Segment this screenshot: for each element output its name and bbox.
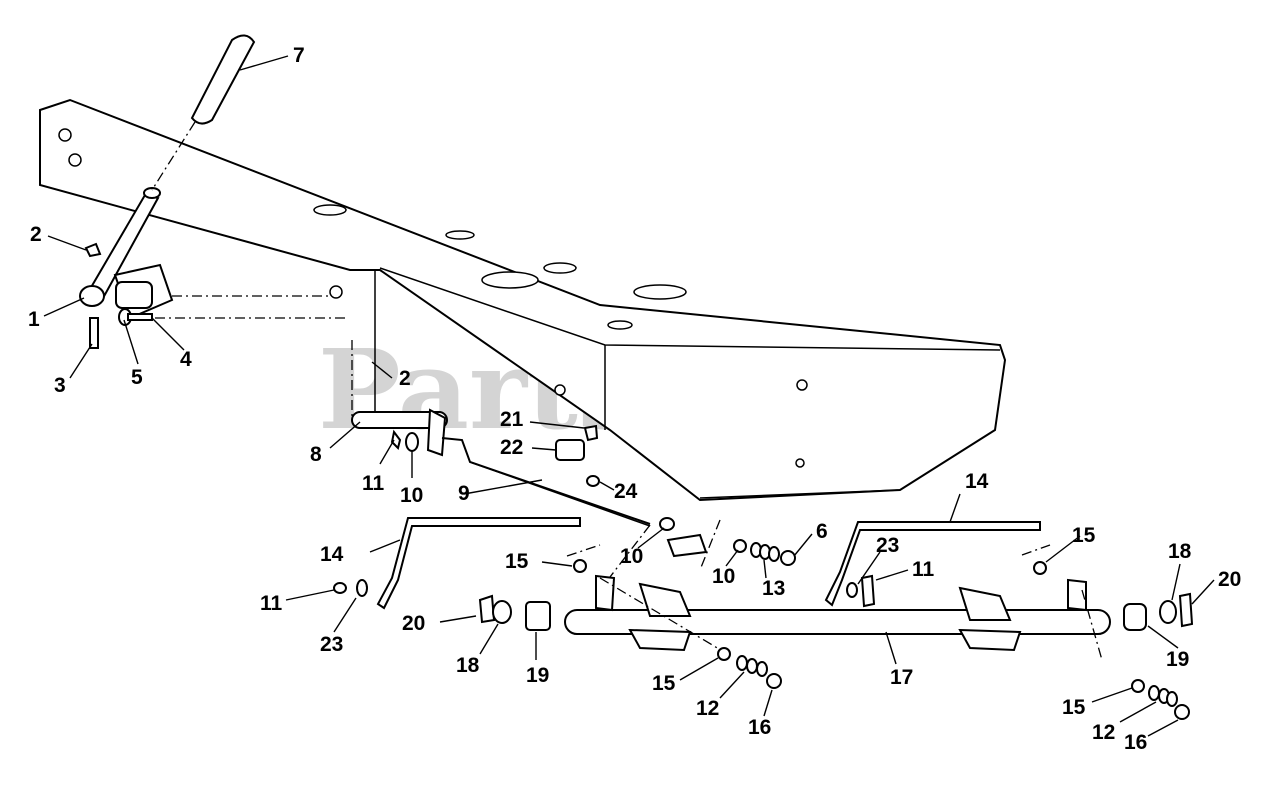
callout-11-c: 11 bbox=[912, 558, 935, 581]
callout-20-right: 20 bbox=[1218, 568, 1241, 591]
callout-10-c: 10 bbox=[712, 565, 735, 588]
callout-20-left: 20 bbox=[402, 612, 425, 635]
hardware-rear bbox=[1131, 679, 1190, 720]
callout-19-left: 19 bbox=[526, 664, 549, 687]
callout-labels: 7 2 1 3 5 4 2 8 9 11 10 21 22 24 6 10 10… bbox=[28, 44, 1241, 754]
callout-2-mid: 2 bbox=[399, 367, 411, 390]
callout-13: 13 bbox=[762, 577, 785, 600]
callout-12-a: 12 bbox=[696, 697, 719, 720]
leader-lines bbox=[43, 55, 1215, 737]
callout-11-b: 11 bbox=[260, 592, 283, 615]
mower-frame bbox=[39, 98, 1007, 502]
callout-14-left: 14 bbox=[320, 543, 344, 566]
lift-handle-assembly bbox=[79, 34, 345, 349]
hardware-front bbox=[717, 647, 782, 689]
callout-11-a: 11 bbox=[362, 472, 385, 495]
shaft-end-right bbox=[1123, 592, 1194, 631]
callout-10-a: 10 bbox=[400, 484, 423, 507]
callout-17: 17 bbox=[890, 666, 913, 689]
right-hanger bbox=[566, 521, 1051, 608]
callout-14-right: 14 bbox=[965, 470, 989, 493]
callout-15-d: 15 bbox=[1062, 696, 1086, 719]
cross-shaft bbox=[564, 574, 1111, 661]
callout-24: 24 bbox=[614, 480, 638, 503]
callout-6: 6 bbox=[816, 520, 828, 543]
callout-8: 8 bbox=[310, 443, 322, 466]
callout-7: 7 bbox=[293, 44, 305, 67]
callout-18-right: 18 bbox=[1168, 540, 1192, 563]
callout-2-left: 2 bbox=[30, 223, 42, 246]
callout-21: 21 bbox=[500, 408, 524, 431]
callout-12-b: 12 bbox=[1092, 721, 1115, 744]
callout-16-a: 16 bbox=[748, 716, 771, 739]
callout-16-b: 16 bbox=[1124, 731, 1147, 754]
callout-23-right: 23 bbox=[876, 534, 899, 557]
callout-15-b: 15 bbox=[1072, 524, 1096, 547]
callout-22: 22 bbox=[500, 436, 523, 459]
left-hanger bbox=[333, 517, 587, 631]
callout-18-left: 18 bbox=[456, 654, 480, 677]
hardware-center bbox=[733, 539, 796, 566]
callout-15-a: 15 bbox=[505, 550, 529, 573]
callout-9: 9 bbox=[458, 482, 470, 505]
callout-10-b: 10 bbox=[620, 545, 643, 568]
callout-15-c: 15 bbox=[652, 672, 676, 695]
callout-1: 1 bbox=[28, 308, 40, 331]
callout-23-left: 23 bbox=[320, 633, 343, 656]
callout-4: 4 bbox=[180, 348, 192, 371]
callout-3: 3 bbox=[54, 374, 66, 397]
callout-19-right: 19 bbox=[1166, 648, 1189, 671]
callout-5: 5 bbox=[131, 366, 143, 389]
